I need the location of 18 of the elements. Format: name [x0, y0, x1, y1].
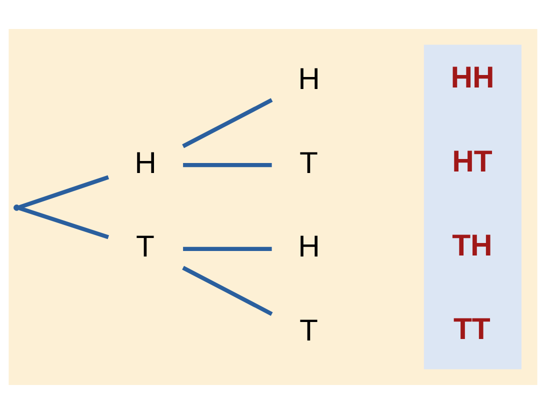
node-text: TT: [453, 313, 490, 346]
connector: [183, 246, 272, 251]
connector: [18, 206, 110, 240]
connector: [182, 98, 273, 148]
connector: [18, 175, 110, 210]
node-text: T: [300, 146, 318, 180]
node-text: H: [298, 230, 320, 264]
node-text: T: [300, 314, 318, 348]
connector: [183, 163, 272, 168]
node-text: T: [136, 230, 154, 264]
connector: [182, 266, 273, 316]
cluster: [424, 44, 522, 370]
node-text: TH: [452, 229, 492, 262]
node-point: [14, 204, 20, 211]
node-text: HT: [452, 145, 492, 178]
node-text: H: [298, 62, 320, 96]
node-text: HH: [450, 62, 494, 95]
node-text: H: [134, 146, 156, 180]
